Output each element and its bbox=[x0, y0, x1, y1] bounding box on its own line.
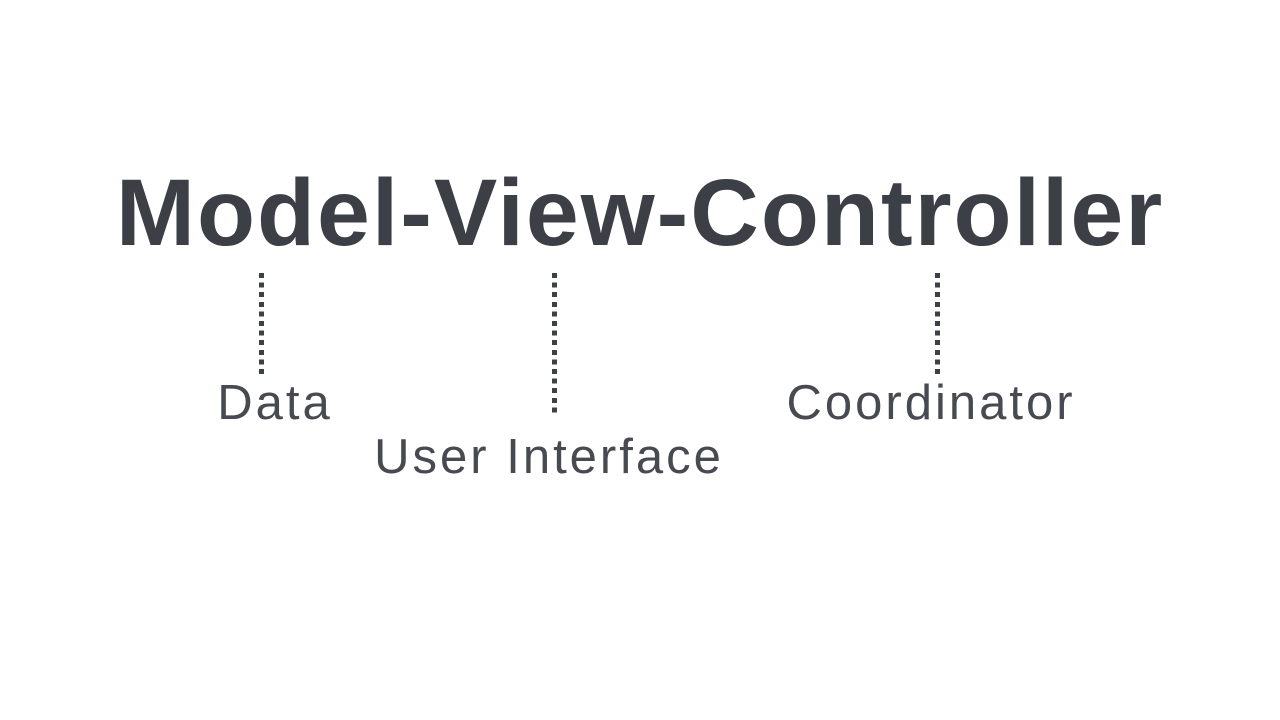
label-controller-coordinator: Coordinator bbox=[786, 376, 1076, 430]
connector-model-to-data-line bbox=[259, 273, 264, 378]
label-model-data: Data bbox=[217, 376, 333, 430]
connector-controller-to-coordinator-line bbox=[935, 273, 940, 378]
label-view-user-interface: User Interface bbox=[374, 430, 724, 484]
page-title: Model-View-Controller bbox=[115, 160, 1165, 266]
connector-view-to-user-interface-line bbox=[552, 273, 557, 416]
